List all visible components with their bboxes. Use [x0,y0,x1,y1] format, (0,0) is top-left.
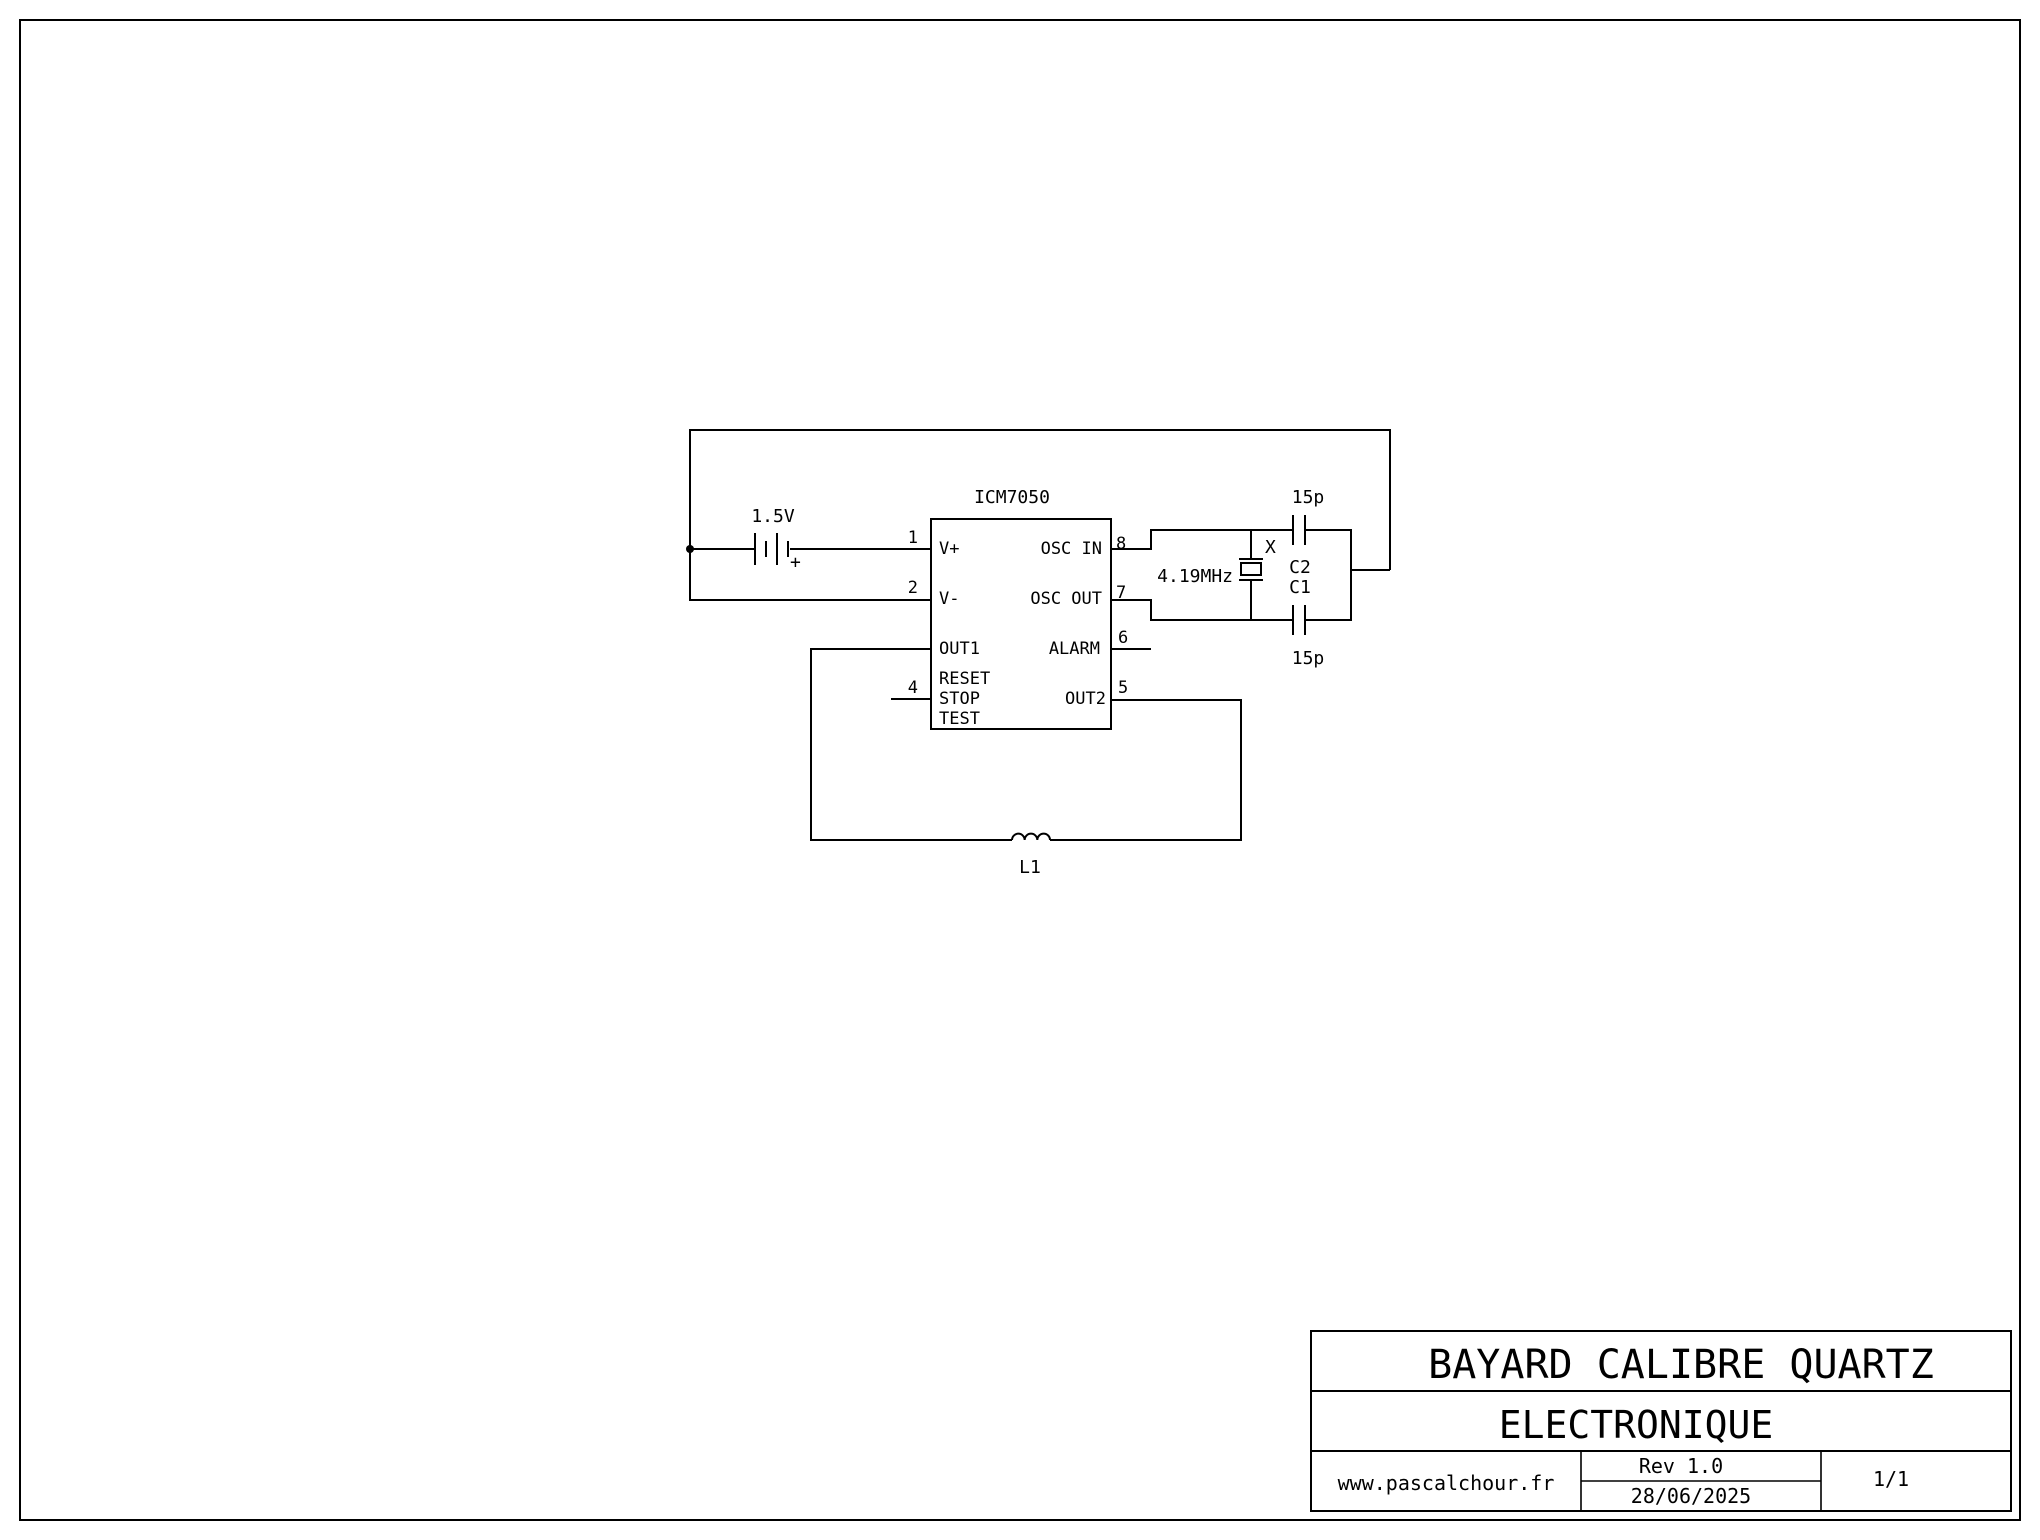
pin-number-7: 7 [1116,583,1126,603]
pin-number-8: 8 [1116,534,1126,554]
pin-label-osc-out: OSC OUT [1030,589,1102,609]
subtitle: ELECTRONIQUE [1499,1403,1774,1447]
sheet-number: 1/1 [1873,1467,1909,1491]
pin-number-5: 5 [1118,678,1128,698]
pin-number-6: 6 [1118,628,1128,648]
capacitor-c1 [1292,605,1306,635]
c1-value: 15p [1292,648,1325,669]
date: 28/06/2025 [1631,1484,1751,1508]
wire-out1 [810,648,1012,841]
wire-out2 [1050,699,1242,841]
battery-polarity: + [790,552,801,573]
wire-top-loop [689,429,1391,601]
battery-value: 1.5V [751,506,795,527]
pin-number-2: 2 [908,578,918,598]
pin-label-vplus: V+ [939,539,959,559]
inductor-l1 [1011,832,1051,841]
website: www.pascalchour.fr [1338,1471,1555,1495]
battery-symbol [754,533,789,565]
wire-osc-out [1111,580,1352,621]
pin-label-osc-in: OSC IN [1041,539,1102,559]
c1-ref: C1 [1289,577,1311,598]
title: BAYARD CALIBRE QUARTZ [1428,1342,1934,1388]
revision: Rev 1.0 [1639,1454,1723,1478]
c2-ref: C2 [1289,557,1311,578]
capacitor-c2 [1292,515,1306,545]
crystal-ref: X [1265,537,1276,558]
pin-label-test: TEST [939,709,980,729]
crystal-symbol [1239,530,1263,620]
ic-name: ICM7050 [974,487,1050,508]
crystal-value: 4.19MHz [1157,566,1233,587]
pin-label-out1: OUT1 [939,639,980,659]
c2-value: 15p [1292,487,1325,508]
pin-label-alarm: ALARM [1049,639,1100,659]
pin-number-1: 1 [908,528,918,548]
pin-label-out2: OUT2 [1065,689,1106,709]
sheet-border [19,19,2021,1521]
ic-body [930,518,1112,730]
pin-label-reset: RESET [939,669,990,689]
inductor-ref: L1 [1019,857,1041,878]
title-block [1310,1330,2012,1512]
pin-label-vminus: V- [939,589,959,609]
pin-label-stop: STOP [939,689,980,709]
pin-number-4: 4 [908,678,918,698]
